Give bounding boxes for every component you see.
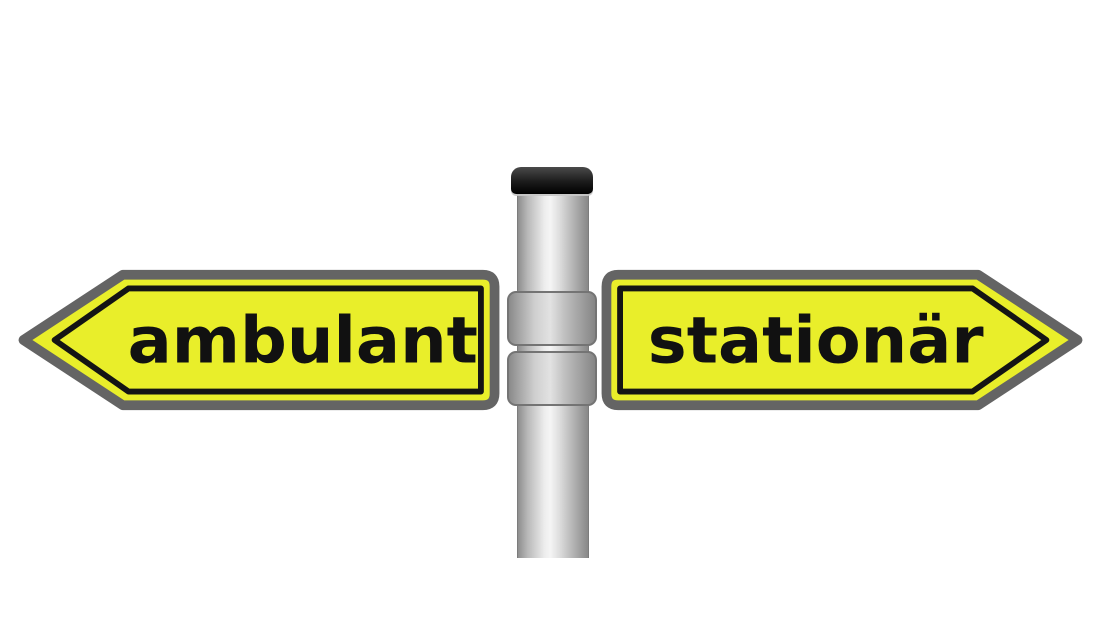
left-sign-label: ambulant — [128, 303, 478, 378]
right-arrow-keyline — [617, 285, 1050, 395]
left-arrow-shape — [18, 269, 500, 411]
pole-clamp-bottom — [507, 351, 597, 406]
right-arrow-sign-icon: stationär — [601, 269, 1083, 411]
pole-cap — [511, 167, 593, 194]
left-arrow-keyline — [51, 285, 484, 395]
right-sign-label: stationär — [648, 303, 984, 378]
pole-clamp-top — [507, 291, 597, 346]
right-arrow-shape — [601, 269, 1083, 411]
left-arrow-sign-icon: ambulant — [18, 269, 500, 411]
